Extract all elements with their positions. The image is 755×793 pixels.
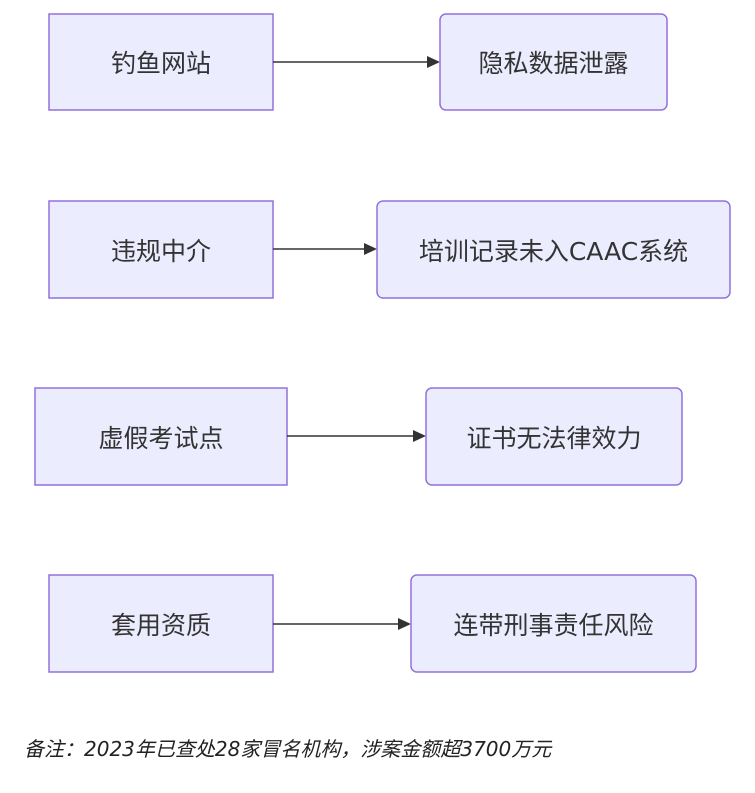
consequence-node-1-label: 隐私数据泄露: [478, 49, 628, 78]
risk-node-4: 套用资质: [48, 574, 274, 673]
consequence-node-3: 证书无法律效力: [425, 387, 683, 486]
arrow-4: [273, 618, 411, 630]
risk-node-4-label: 套用资质: [111, 611, 211, 640]
risk-node-3: 虚假考试点: [34, 387, 288, 486]
arrow-3: [287, 430, 426, 442]
consequence-node-3-label: 证书无法律效力: [466, 424, 641, 453]
risk-node-2-label: 违规中介: [111, 237, 211, 266]
risk-node-1: 钓鱼网站: [48, 13, 274, 111]
risk-node-2: 违规中介: [48, 200, 274, 299]
arrow-2: [273, 243, 377, 255]
risk-node-1-label: 钓鱼网站: [111, 49, 211, 78]
risk-node-3-label: 虚假考试点: [98, 424, 223, 453]
arrow-1: [273, 56, 440, 68]
consequence-node-4-label: 连带刑事责任风险: [453, 611, 653, 640]
footnote: 备注：2023年已查处28家冒名机构，涉案金额超3700万元: [24, 737, 552, 761]
consequence-node-1: 隐私数据泄露: [439, 13, 668, 111]
consequence-node-4: 连带刑事责任风险: [410, 574, 697, 673]
consequence-node-2: 培训记录未入CAAC系统: [376, 200, 731, 299]
consequence-node-2-label: 培训记录未入CAAC系统: [419, 237, 688, 266]
